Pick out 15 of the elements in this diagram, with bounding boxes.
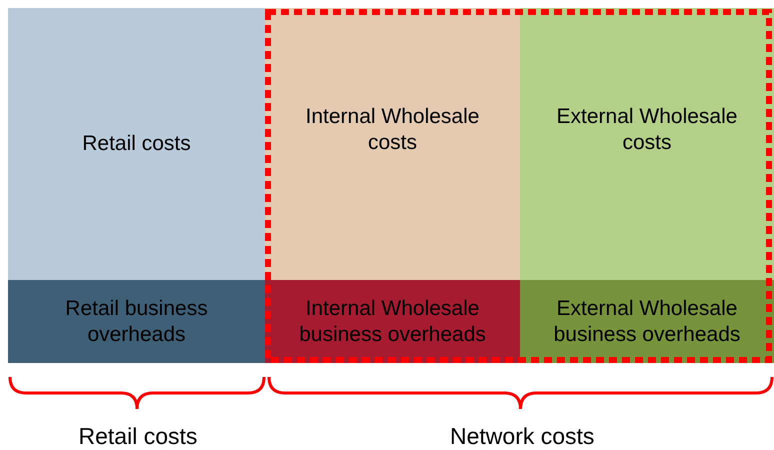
- overheads-block: [265, 280, 520, 363]
- cost-block: [265, 8, 520, 280]
- block-text: External Wholesale business overheads: [552, 296, 742, 348]
- overheads-block: [520, 280, 774, 363]
- block-text: Retail business overheads: [64, 296, 209, 348]
- dashed-outline: [265, 9, 772, 363]
- cost-block: [8, 8, 265, 280]
- cost-block: [520, 8, 774, 280]
- block-text: Internal Wholesale business overheads: [298, 296, 487, 348]
- block-text: Internal Wholesale costs: [304, 104, 480, 156]
- overheads-block: [8, 280, 265, 363]
- bracket-label: Retail costs: [78, 423, 198, 450]
- bracket-label: Network costs: [450, 423, 594, 450]
- block-text: External Wholesale costs: [556, 104, 738, 156]
- block-text: Retail costs: [82, 131, 191, 157]
